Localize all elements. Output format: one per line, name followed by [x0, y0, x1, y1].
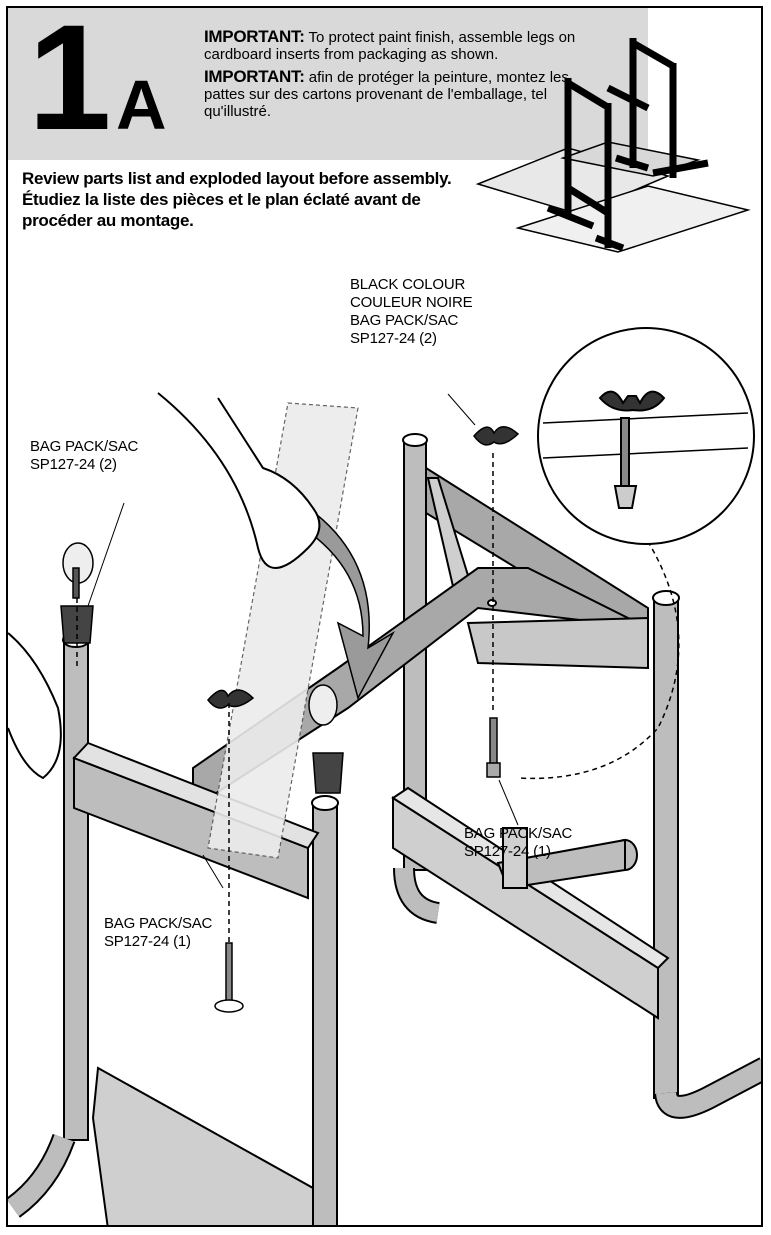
intro-en: Review parts list and exploded layout be…	[22, 169, 452, 188]
cardboard-inset-illustration	[475, 38, 751, 253]
right-leg-frame	[391, 433, 761, 1119]
callout-caster: BAG PACK/SAC SP127-24 (2)	[30, 438, 139, 473]
important-note-fr: IMPORTANT: afin de protéger la peinture,…	[204, 68, 604, 120]
hand-illustrations	[8, 392, 321, 780]
step-number: 1	[28, 6, 111, 161]
rotation-arrow	[302, 506, 395, 701]
left-leg-frame	[8, 632, 339, 1225]
important-text: afin de protéger la peinture, montez les…	[204, 69, 569, 120]
callout-bolt-right: BAG PACK/SAC SP127-24 (1)	[464, 825, 573, 860]
important-label: IMPORTANT:	[204, 67, 305, 86]
assembly-illustration	[8, 38, 761, 1225]
callout-leaders	[87, 393, 519, 889]
step-letter: A	[116, 66, 167, 144]
callout-wing-nut-black: BLACK COLOUR COULEUR NOIRE BAG PACK/SAC …	[350, 276, 473, 347]
important-label: IMPORTANT:	[204, 27, 305, 46]
header-band	[8, 8, 648, 160]
callout-bolt-left: BAG PACK/SAC SP127-24 (1)	[104, 915, 213, 950]
intro-fr: Étudiez la liste des pièces et le plan é…	[22, 190, 421, 230]
important-note-en: IMPORTANT: To protect paint finish, asse…	[204, 28, 604, 63]
important-text: To protect paint finish, assemble legs o…	[204, 29, 576, 63]
ghost-beam	[207, 402, 359, 859]
hardware-parts	[60, 426, 520, 1013]
detail-magnifier	[537, 327, 755, 545]
assembly-guide-lines	[76, 453, 680, 943]
instruction-page: 1 A IMPORTANT: To protect paint finish, …	[6, 6, 763, 1227]
